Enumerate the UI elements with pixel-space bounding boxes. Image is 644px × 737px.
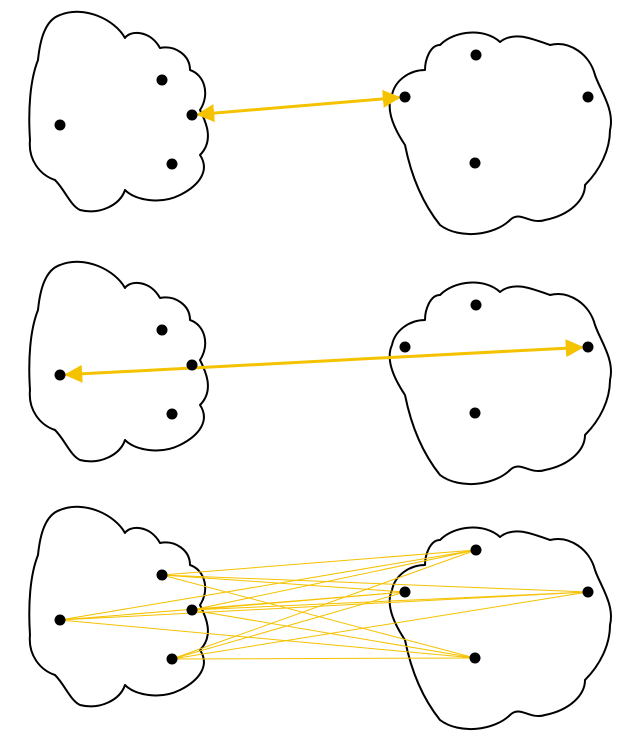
link-A3-B3 (191, 609, 476, 659)
data-point-B2 (399, 586, 411, 598)
link-A3-B1 (191, 549, 477, 611)
cluster-b-outline (388, 31, 613, 236)
link-A4-B2 (171, 591, 406, 660)
link-A2-B4 (59, 591, 589, 621)
data-point-B1 (470, 299, 482, 311)
link-A4-B4 (171, 591, 589, 660)
cluster-a-outline (28, 10, 209, 213)
link-A1-B4 (161, 574, 589, 593)
cluster-a-outline (28, 505, 209, 708)
panel-average-linkage (28, 505, 613, 731)
data-point-B4 (582, 341, 594, 353)
link-A4-B3 (171, 657, 476, 660)
data-point-B4 (582, 91, 594, 103)
panel-complete-linkage (28, 260, 613, 486)
link-A2-B1 (59, 549, 477, 621)
data-point-B2 (399, 91, 411, 103)
data-point-B1 (470, 544, 482, 556)
panel-single-linkage (28, 10, 613, 236)
data-point-A4 (166, 158, 178, 170)
data-point-A1 (156, 569, 168, 581)
data-point-B3 (469, 407, 481, 419)
data-point-A1 (156, 324, 168, 336)
link-A2-B4 (64, 339, 584, 383)
data-point-B2 (399, 341, 411, 353)
link-A3-B2 (196, 89, 401, 123)
link-A3-B4 (191, 591, 589, 611)
link-A1-B2 (161, 574, 406, 593)
link-A4-B1 (171, 549, 477, 660)
data-points (54, 49, 594, 170)
data-point-A2 (54, 614, 66, 626)
data-points (54, 544, 594, 665)
link-A3-B2 (191, 591, 406, 611)
cluster-b-outline (388, 526, 613, 731)
cluster-b-outline (388, 281, 613, 486)
linkage-links (59, 549, 589, 660)
data-point-B3 (469, 157, 481, 169)
data-point-A2 (54, 119, 66, 131)
data-points (54, 299, 594, 420)
data-point-B4 (582, 586, 594, 598)
data-point-A3 (186, 359, 198, 371)
linkage-links (196, 89, 401, 123)
link-A1-B1 (161, 549, 477, 576)
cluster-a-outline (28, 260, 209, 463)
data-point-A2 (54, 369, 66, 381)
link-A2-B3 (59, 619, 476, 659)
data-point-A3 (186, 109, 198, 121)
data-point-B1 (470, 49, 482, 61)
data-point-A4 (166, 408, 178, 420)
data-point-A3 (186, 604, 198, 616)
data-point-A1 (156, 74, 168, 86)
data-point-B3 (469, 652, 481, 664)
data-point-A4 (166, 653, 178, 665)
linkage-links (64, 339, 584, 383)
